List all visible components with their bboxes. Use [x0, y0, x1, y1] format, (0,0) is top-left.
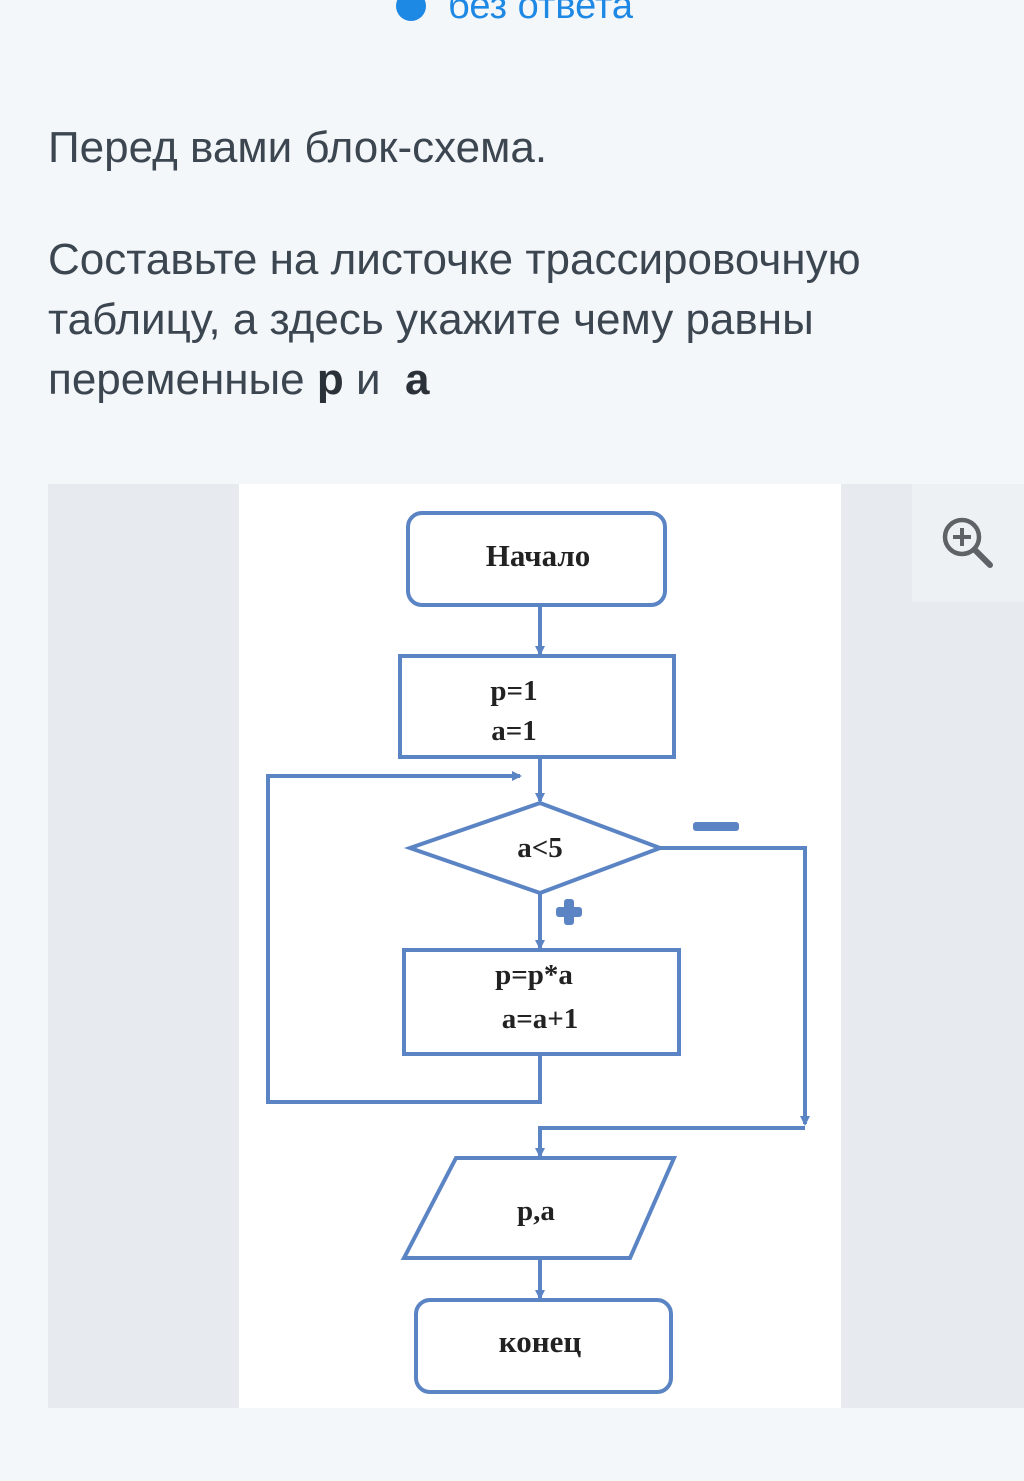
- question-line-2-text: Составьте на листочке трассировочную таб…: [48, 235, 861, 404]
- question-line-1: Перед вами блок-схема.: [48, 123, 548, 172]
- question-line-2: Составьте на листочке трассировочную таб…: [48, 230, 978, 410]
- question-text: Перед вами блок-схема. Составьте на лист…: [48, 118, 978, 410]
- conjunction: и: [356, 355, 381, 404]
- end-label: конец: [499, 1324, 582, 1359]
- start-terminal: [406, 511, 667, 607]
- status-indicator: без ответа: [396, 0, 634, 27]
- variable-a: a: [405, 355, 430, 404]
- status-label: без ответа: [448, 0, 634, 27]
- init-process: [398, 654, 676, 759]
- start-label: Начало: [486, 538, 591, 573]
- output-parallelogram: [400, 1156, 678, 1260]
- body-label-2: a=a+1: [502, 1003, 579, 1035]
- body-label-1: p=p*a: [495, 959, 573, 991]
- loop-back-line: [266, 771, 542, 1104]
- merge-line: [535, 1126, 805, 1158]
- zoom-in-icon: [942, 517, 993, 568]
- minus-sign-icon: [693, 822, 739, 831]
- variable-p: p: [316, 355, 344, 404]
- status-dot: [396, 0, 426, 21]
- init-label-1: p=1: [490, 675, 537, 707]
- arrow-condition-no: [660, 846, 810, 1126]
- condition-label: a<5: [517, 832, 563, 864]
- plus-sign-icon: [556, 899, 582, 925]
- end-terminal: [414, 1298, 673, 1394]
- zoom-button[interactable]: [912, 484, 1024, 602]
- output-label: p,a: [517, 1195, 555, 1227]
- init-label-2: a=1: [491, 715, 537, 747]
